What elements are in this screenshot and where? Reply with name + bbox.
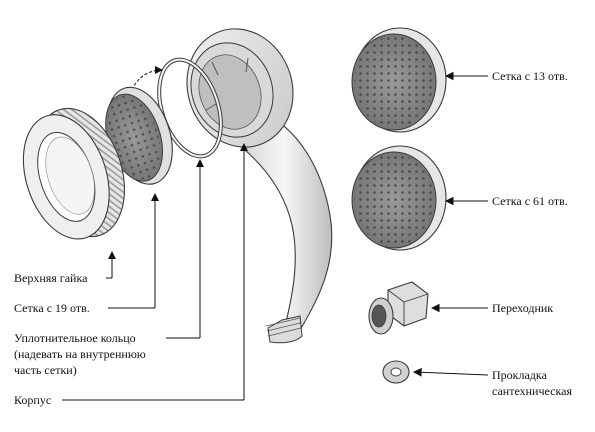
label-seal-ring-line-2: (надевать на внутреннюю	[14, 347, 146, 361]
leader-lines-right	[412, 71, 489, 377]
label-mesh-19: Сетка с 19 отв.	[14, 301, 90, 315]
label-mesh-13: Сетка с 13 отв.	[492, 69, 568, 83]
label-seal-ring-line-1: Уплотнительное кольцо	[14, 331, 136, 345]
label-adapter: Переходник	[492, 301, 554, 315]
shower-body	[186, 28, 333, 344]
mesh-61	[351, 145, 447, 251]
label-gasket-line-1: Прокладка	[492, 368, 547, 382]
label-body: Корпус	[14, 393, 52, 407]
adapter	[368, 281, 429, 335]
top-nut	[22, 107, 126, 240]
plumbing-gasket	[382, 360, 410, 384]
label-mesh-61: Сетка с 61 отв.	[492, 194, 568, 208]
seal-ring-arrow-curve	[131, 66, 163, 91]
label-seal-ring-line-3: часть сетки)	[14, 363, 77, 377]
mesh-13	[351, 27, 447, 133]
label-gasket-line-2: сантехническая	[492, 384, 572, 398]
leader-lines-left	[62, 143, 248, 401]
label-top-nut: Верхняя гайка	[14, 271, 88, 285]
